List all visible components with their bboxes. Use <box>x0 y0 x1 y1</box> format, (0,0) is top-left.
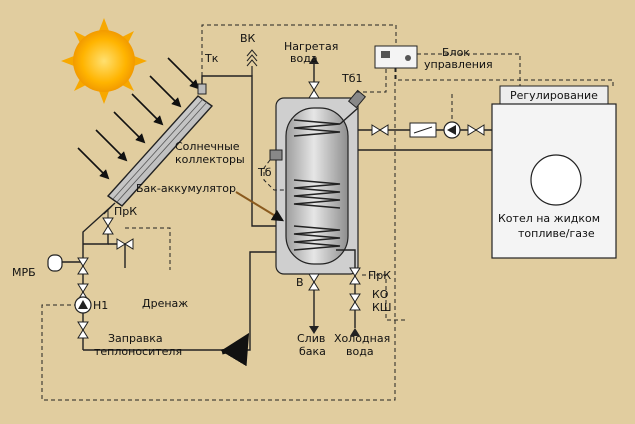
control-unit <box>374 45 418 69</box>
tb1-label: Тб1 <box>341 72 363 85</box>
tank-bottom-coil <box>293 225 341 251</box>
expansion-tank-icon <box>47 254 63 272</box>
control-unit-label-line1: Блок <box>442 46 470 59</box>
solar-collector <box>106 83 214 207</box>
ksh-label: КШ <box>372 301 392 314</box>
heated-water-outlet <box>308 56 320 99</box>
safety-valve-left <box>102 205 114 235</box>
solar-collectors-label-line1: Солнечные <box>175 140 240 153</box>
storage-tank <box>269 89 367 275</box>
heated-water-label-line1: Нагретая <box>284 40 338 53</box>
sun-rays <box>77 57 200 180</box>
drain-valve-left <box>116 238 134 250</box>
pump-icon <box>74 296 92 314</box>
solar-collectors-label-line2: коллекторы <box>175 153 245 166</box>
prk-right-label: ПрК <box>368 269 391 282</box>
tank-drain-label-line2: бака <box>299 345 326 358</box>
tank-middle-coil <box>293 179 341 209</box>
tank-label: Бак-аккумулятор <box>136 182 236 195</box>
fill-label-line2: теплоносителя <box>94 345 182 358</box>
vk-label: ВК <box>240 32 256 45</box>
tb-label: Тб <box>257 166 272 179</box>
cold-water-label-line2: вода <box>346 345 374 358</box>
boiler-label-line2: топливе/газе <box>518 227 595 240</box>
b-label: В <box>296 276 304 289</box>
tank-top-coil <box>293 119 341 137</box>
valve-circuit-bottom <box>77 321 89 339</box>
fill-label-line1: Заправка <box>108 332 163 345</box>
h1-label: Н1 <box>93 299 108 312</box>
tank-label-pointer <box>235 191 285 222</box>
boiler-circuit <box>358 121 515 151</box>
boiler <box>491 85 617 259</box>
cold-water-pipe <box>336 249 405 336</box>
drain-label: Дренаж <box>142 297 188 310</box>
control-lines <box>41 24 614 401</box>
tank-drain-label-line1: Слив <box>297 332 325 345</box>
valve-circuit-top <box>77 257 89 275</box>
heated-water-label-line2: вода <box>290 52 318 65</box>
sun-icon <box>61 18 147 104</box>
control-unit-label-line2: управления <box>424 58 493 71</box>
flow-arrow-icon <box>220 332 250 367</box>
cold-water-label-line1: Холодная <box>334 332 390 345</box>
tank-drain-pipe <box>308 273 320 334</box>
mrb-label: МРБ <box>12 266 36 279</box>
air-vent-icon <box>246 49 258 76</box>
tk-label: Тк <box>204 52 219 65</box>
ko-label: КО <box>372 288 389 301</box>
boiler-label-line1: Котел на жидком <box>498 212 600 225</box>
regulation-label: Регулирование <box>510 89 598 102</box>
prk-left-label: ПрК <box>114 205 137 218</box>
